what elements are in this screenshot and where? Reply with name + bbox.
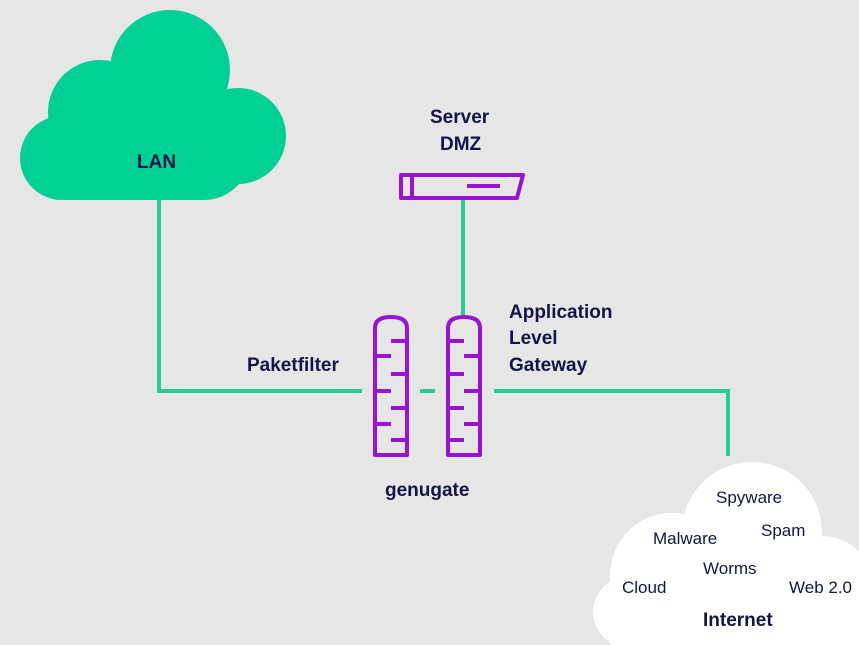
web20-label: Web 2.0	[789, 578, 853, 597]
dmz-server-icon	[399, 173, 525, 200]
cloud-label: Cloud	[622, 578, 667, 597]
app-gateway-label-line3: Gateway	[509, 355, 588, 376]
worms-label: Worms	[703, 559, 757, 578]
paketfilter-label: Paketfilter	[247, 355, 339, 376]
lan-to-packetfilter-line	[157, 200, 362, 393]
lan-cloud	[20, 10, 286, 200]
app-gateway-firewall-icon	[446, 315, 482, 457]
internet-cloud	[593, 462, 859, 645]
malware-label: Malware	[653, 529, 718, 548]
genugate-label: genugate	[385, 480, 470, 501]
app-gateway-label-line2: Level	[509, 328, 558, 349]
connector-lines	[157, 199, 730, 456]
packetfilter-firewall-icon	[373, 315, 409, 457]
gateway-to-internet-line	[494, 389, 730, 456]
server-label: Server	[430, 107, 490, 128]
spyware-label: Spyware	[716, 488, 783, 507]
dmz-label: DMZ	[440, 134, 482, 155]
spam-label: Spam	[761, 521, 806, 540]
app-gateway-label-line1: Application	[509, 302, 613, 323]
lan-label: LAN	[137, 152, 177, 173]
internet-label: Internet	[703, 610, 773, 631]
